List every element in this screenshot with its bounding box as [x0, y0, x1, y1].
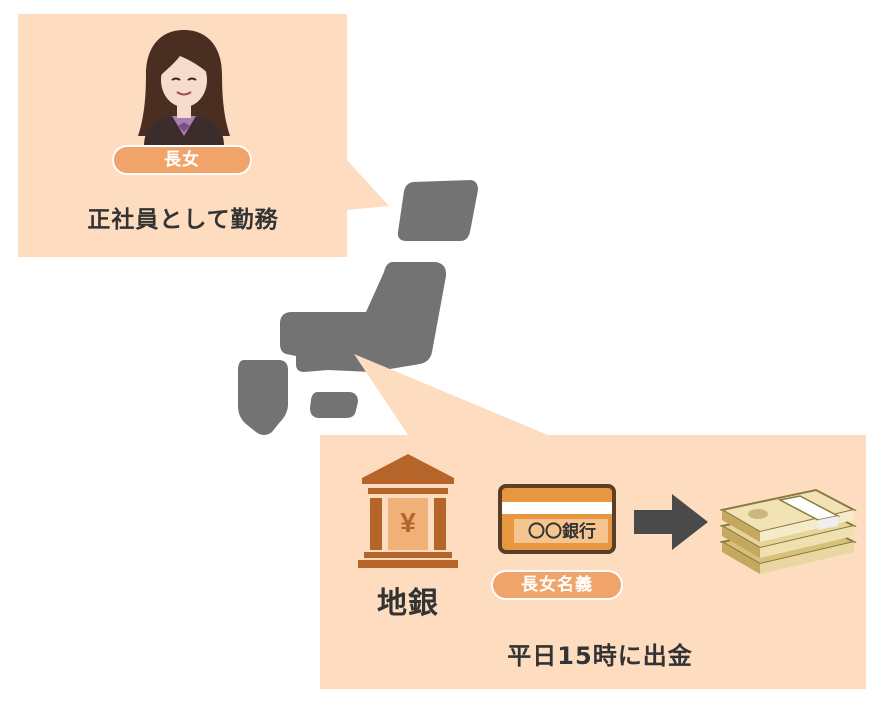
- top-card-caption: 正社員として勤務: [87, 207, 279, 233]
- account-holder-badge: 長女名義: [491, 570, 623, 600]
- map-shikoku: [310, 392, 358, 418]
- bank-yen-symbol: ¥: [400, 507, 416, 538]
- bank-card-icon: [498, 484, 616, 554]
- right-arrow-icon: [634, 494, 708, 550]
- map-hokkaido: [397, 180, 478, 241]
- map-kyushu: [238, 360, 288, 435]
- regional-bank-label: 地銀: [377, 586, 439, 621]
- cash-bundle-icon: [719, 488, 857, 574]
- bank-building-icon: ¥: [358, 454, 458, 568]
- bank-card-text: 〇〇銀行: [528, 522, 596, 542]
- eldest-daughter-badge: 長女: [112, 145, 252, 175]
- map-honshu: [280, 262, 447, 372]
- woman-avatar-icon: [138, 30, 230, 146]
- bottom-card-caption: 平日15時に出金: [507, 642, 693, 670]
